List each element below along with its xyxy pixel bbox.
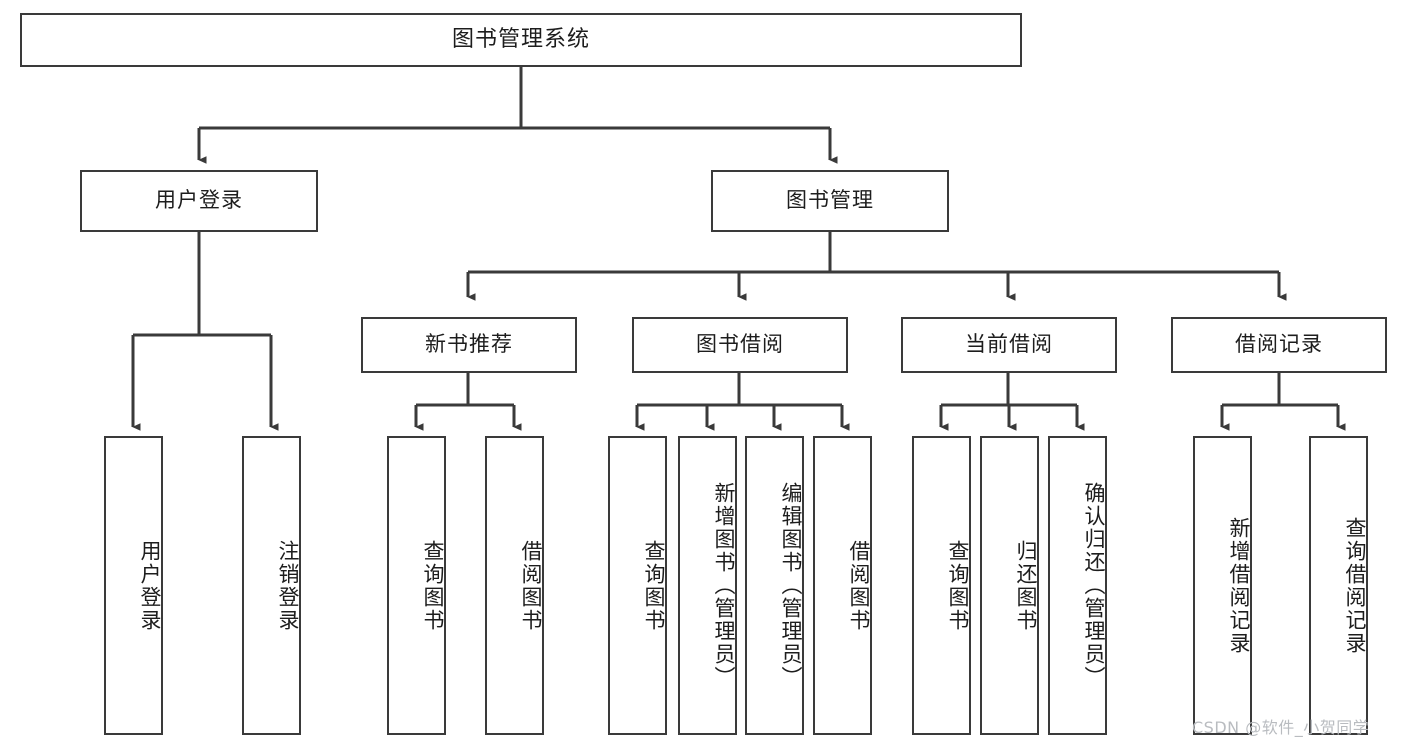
node-label: 借阅图书 [519, 539, 543, 632]
leaf-book-add-admin[interactable]: 新增图书（管理员） [678, 436, 737, 735]
node-label: 查询图书 [946, 539, 970, 632]
node-label: 查询借阅记录 [1343, 516, 1367, 655]
leaf-new-book-borrow[interactable]: 借阅图书 [485, 436, 544, 735]
node-label: 用户登录 [155, 188, 243, 213]
node-label: 归还图书 [1014, 539, 1038, 632]
leaf-confirm-return-admin[interactable]: 确认归还（管理员） [1048, 436, 1107, 735]
node-label: 图书管理系统 [451, 26, 590, 52]
leaf-user-login[interactable]: 用户登录 [104, 436, 163, 735]
node-new-book-recommend[interactable]: 新书推荐 [361, 317, 577, 373]
node-user-login[interactable]: 用户登录 [80, 170, 318, 232]
node-label: 图书借阅 [696, 332, 784, 357]
node-label: 借阅图书 [847, 539, 871, 632]
node-label: 查询图书 [642, 539, 666, 632]
node-label: 查询图书 [421, 539, 445, 632]
node-book-manage[interactable]: 图书管理 [711, 170, 949, 232]
node-label: 新书推荐 [425, 332, 513, 357]
leaf-new-book-query[interactable]: 查询图书 [387, 436, 446, 735]
node-label: 注销登录 [276, 539, 300, 632]
node-label: 图书管理 [786, 188, 874, 213]
node-label: 借阅记录 [1235, 332, 1323, 357]
leaf-return-book[interactable]: 归还图书 [980, 436, 1039, 735]
leaf-logout[interactable]: 注销登录 [242, 436, 301, 735]
node-current-borrow[interactable]: 当前借阅 [901, 317, 1117, 373]
leaf-query-borrow-record[interactable]: 查询借阅记录 [1309, 436, 1368, 735]
leaf-book-borrow-action[interactable]: 借阅图书 [813, 436, 872, 735]
csdn-watermark: CSDN @软件_小贺同学 [1192, 718, 1370, 737]
leaf-current-borrow-query[interactable]: 查询图书 [912, 436, 971, 735]
node-root-system[interactable]: 图书管理系统 [20, 13, 1022, 67]
node-borrow-record[interactable]: 借阅记录 [1171, 317, 1387, 373]
leaf-add-borrow-record[interactable]: 新增借阅记录 [1193, 436, 1252, 735]
node-label: 编辑图书（管理员） [779, 482, 803, 689]
node-label: 新增借阅记录 [1227, 516, 1251, 655]
leaf-book-borrow-query[interactable]: 查询图书 [608, 436, 667, 735]
node-label: 当前借阅 [965, 332, 1053, 357]
node-book-borrow[interactable]: 图书借阅 [632, 317, 848, 373]
leaf-book-edit-admin[interactable]: 编辑图书（管理员） [745, 436, 804, 735]
node-label: 用户登录 [138, 539, 162, 632]
node-label: 新增图书（管理员） [712, 482, 736, 689]
node-label: 确认归还（管理员） [1082, 482, 1106, 689]
